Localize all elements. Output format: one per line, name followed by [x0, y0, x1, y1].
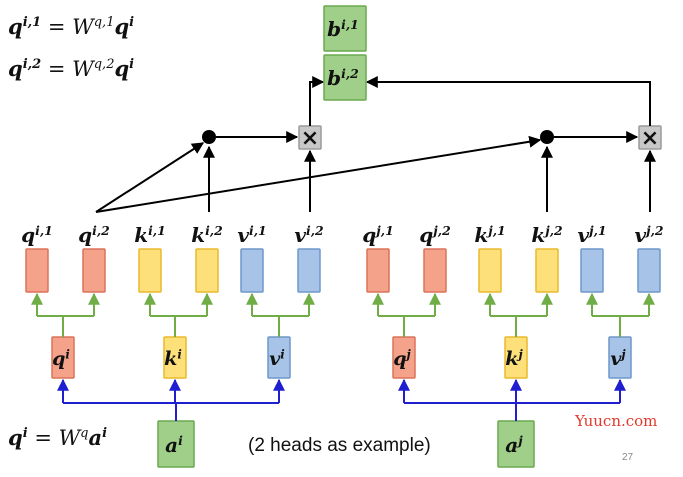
head-label-k-i-2: ki,2	[191, 223, 223, 247]
input-label-j: aj	[505, 433, 523, 457]
multiply-node-2-symbol: ×	[641, 126, 659, 151]
head-box-q-j-1	[366, 248, 390, 293]
head-label-q-i-2: qi,2	[78, 223, 110, 247]
qkv-label-v-j: vj	[610, 347, 626, 370]
head-label-v-i-1: vi,1	[237, 223, 266, 247]
arrow-multiply-2-to-b	[365, 76, 651, 126]
head-label-k-i-1: ki,1	[134, 223, 166, 247]
qkv-label-v-i: vi	[269, 347, 285, 370]
head-label-q-j-1: qj,1	[362, 223, 393, 247]
page-number: 27	[622, 452, 634, 463]
head-box-q-i-1	[25, 248, 49, 293]
arrow-multiply-1-to-b	[309, 76, 325, 126]
head-label-q-i-1: qi,1	[21, 223, 53, 247]
arrow-q-i2-to-dot	[95, 135, 542, 213]
heads-note: (2 heads as example)	[248, 435, 431, 456]
multiply-node-1-symbol: ×	[301, 126, 319, 151]
output-box-b-i-2	[323, 54, 367, 101]
head-label-v-j-2: vj,2	[634, 223, 663, 247]
head-label-v-j-1: vj,1	[577, 223, 606, 247]
qkv-label-k-j: kj	[505, 347, 523, 370]
equation-q-i: qi = Wqai	[8, 425, 108, 450]
head-box-q-i-2	[82, 248, 106, 293]
head-label-q-j-2: qj,2	[419, 223, 451, 247]
head-box-v-j-2	[637, 248, 661, 293]
dot-product-node-1	[202, 130, 216, 144]
head-box-k-j-2	[535, 248, 559, 293]
head-box-v-i-2	[297, 248, 321, 293]
dot-product-node-2	[540, 130, 554, 144]
head-box-k-i-1	[138, 248, 162, 293]
equation-q-i1: qi,1 = Wq,1qi	[8, 14, 135, 39]
qkv-label-k-i: ki	[164, 347, 182, 370]
watermark: Yuucn.com	[575, 412, 658, 430]
head-label-k-j-1: kj,1	[474, 223, 505, 247]
head-box-k-j-1	[478, 248, 502, 293]
head-box-v-j-1	[580, 248, 604, 293]
qkv-label-q-j: qj	[393, 347, 411, 370]
head-label-v-i-2: vi,2	[294, 223, 324, 247]
head-box-v-i-1	[240, 248, 264, 293]
qkv-label-q-i: qi	[52, 347, 70, 370]
equation-q-i2: qi,2 = Wq,2qi	[8, 56, 135, 81]
output-box-b-i-1	[323, 5, 367, 52]
input-label-i: ai	[165, 433, 183, 457]
head-label-k-j-2: kj,2	[531, 223, 563, 247]
head-box-q-j-2	[423, 248, 447, 293]
arrow-q-i1-to-dot	[95, 142, 205, 213]
output-label-b-i-2: bi,2	[327, 66, 359, 90]
output-label-b-i-1: bi,1	[327, 17, 359, 41]
head-box-k-i-2	[195, 248, 219, 293]
